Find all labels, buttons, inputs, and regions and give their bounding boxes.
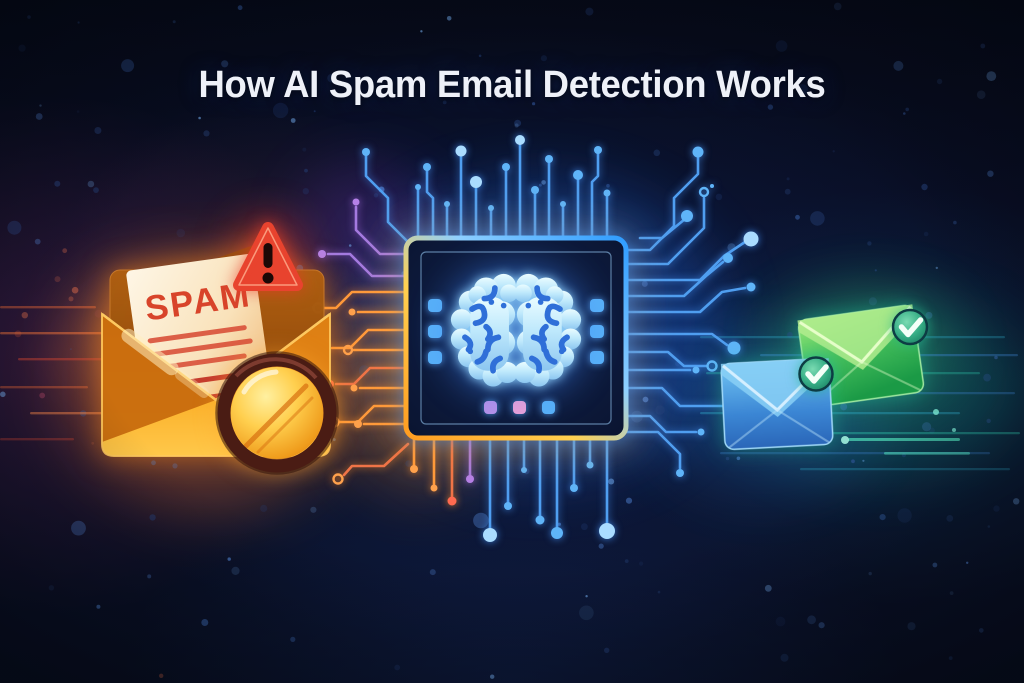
exclamation-dot (262, 272, 274, 284)
check-badge-icon (798, 356, 834, 392)
page-title: How AI Spam Email Detection Works (198, 64, 826, 106)
magnifier-icon (215, 351, 339, 475)
exclamation-bar (263, 243, 273, 268)
check-badge-icon (891, 308, 929, 346)
ai-chip (400, 232, 632, 444)
